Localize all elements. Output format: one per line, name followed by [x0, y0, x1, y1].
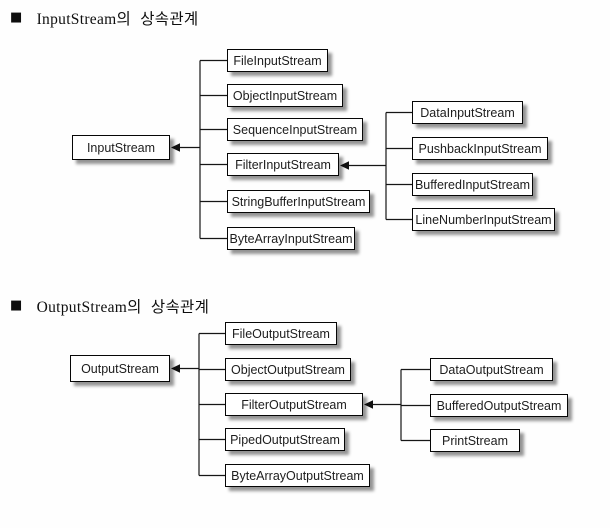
class-box-fileinputstream: FileInputStream: [227, 49, 328, 72]
class-box-bufferedinputstream: BufferedInputStream: [412, 173, 533, 196]
left-arrowhead-icon: [171, 364, 180, 373]
class-box-filteroutputstream: FilterOutputStream: [225, 393, 363, 416]
class-box-pipedoutputstream: PipedOutputStream: [225, 428, 345, 451]
class-box-dataoutputstream: DataOutputStream: [430, 358, 553, 381]
class-box-inputstream: InputStream: [72, 135, 170, 160]
class-box-linenumberinputstream: LineNumberInputStream: [412, 208, 555, 231]
class-box-sequenceinputstream: SequenceInputStream: [227, 118, 363, 141]
section-header-outputstream: ■ OutputStream의 상속관계: [10, 295, 209, 317]
class-box-stringbufferinputstream: StringBufferInputStream: [227, 190, 370, 213]
class-box-bytearrayinputstream: ByteArrayInputStream: [227, 227, 355, 250]
bullet-square-icon: ■: [10, 297, 23, 313]
class-box-outputstream: OutputStream: [70, 355, 170, 382]
class-box-datainputstream: DataInputStream: [412, 101, 523, 124]
left-arrowhead-icon: [171, 143, 180, 152]
class-box-filterinputstream: FilterInputStream: [227, 153, 339, 176]
bullet-square-icon: ■: [10, 9, 23, 25]
class-box-fileoutputstream: FileOutputStream: [225, 322, 337, 345]
left-arrowhead-icon: [364, 400, 373, 409]
section-title: InputStream의 상속관계: [36, 11, 199, 28]
class-box-objectoutputstream: ObjectOutputStream: [225, 358, 351, 381]
class-box-printstream: PrintStream: [430, 429, 520, 452]
section-header-inputstream: ■ InputStream의 상속관계: [10, 7, 199, 29]
class-box-objectinputstream: ObjectInputStream: [227, 84, 343, 107]
class-box-bufferedoutputstream: BufferedOutputStream: [430, 394, 568, 417]
class-box-pushbackinputstream: PushbackInputStream: [412, 137, 548, 160]
class-box-bytearrayoutputstream: ByteArrayOutputStream: [225, 464, 370, 487]
section-title: OutputStream의 상속관계: [36, 299, 210, 316]
left-arrowhead-icon: [340, 161, 349, 170]
